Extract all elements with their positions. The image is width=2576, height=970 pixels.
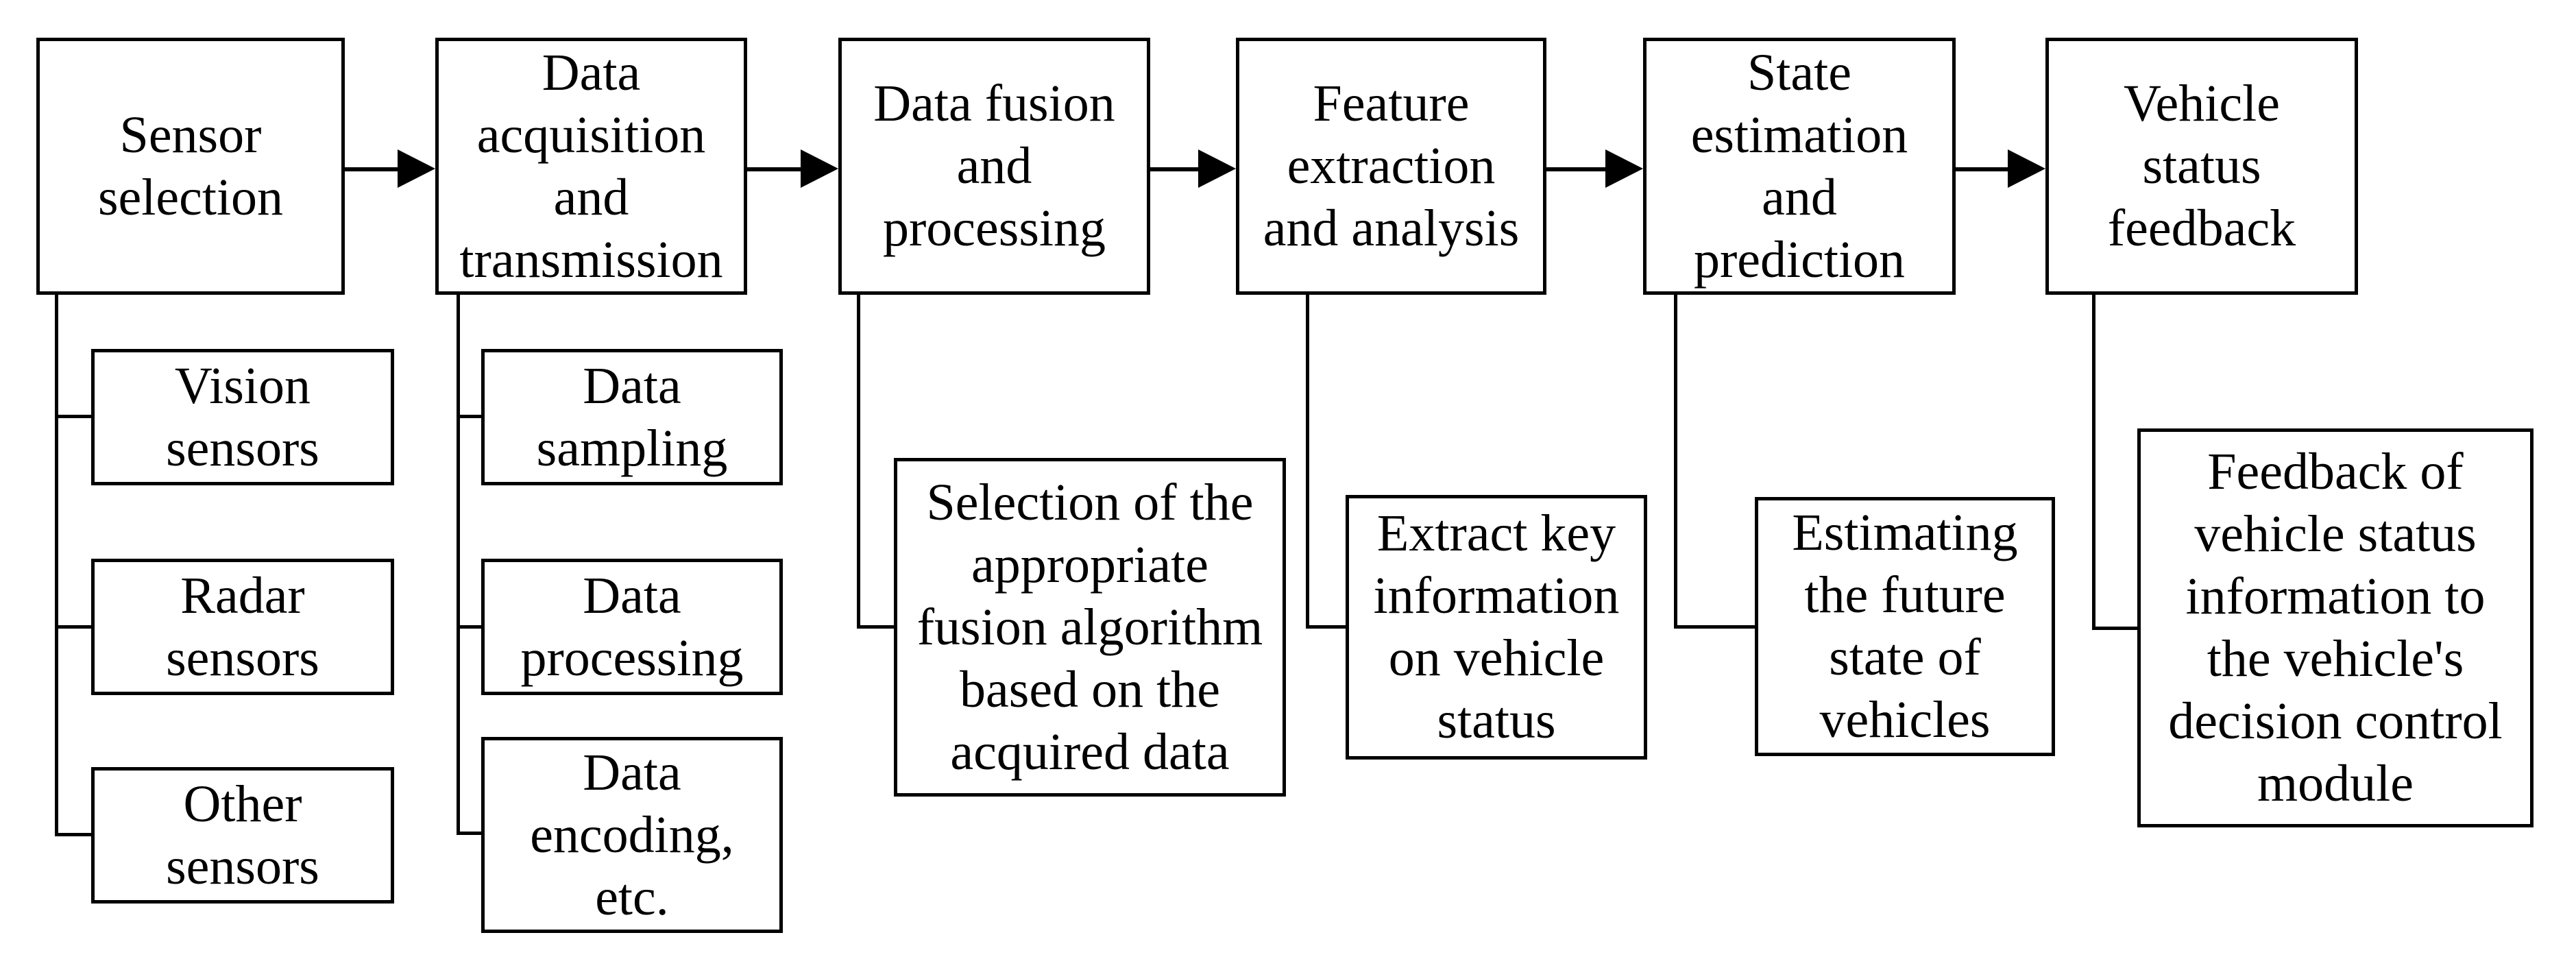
sub-step-data-processing: Data processing	[481, 559, 783, 695]
sub-step-feedback-to-decision-module: Feedback of vehicle status information t…	[2137, 428, 2534, 827]
connector-vertical-state-estimation	[1674, 295, 1677, 629]
sub-step-estimating-future-state: Estimating the future state of vehicles	[1755, 497, 2055, 756]
sub-step-label: Selection of the appropriate fusion algo…	[916, 473, 1263, 781]
connector-vertical-data-fusion	[857, 295, 860, 629]
connector-vertical-data-acquisition	[457, 295, 460, 835]
connector-stub-feedback-to-decision-module	[2092, 627, 2140, 630]
arrow-2-right-icon	[801, 149, 838, 188]
connector-vertical-sensor-selection	[55, 295, 58, 836]
sub-step-label: Radar sensors	[166, 566, 319, 687]
arrow-3-right-icon	[1198, 149, 1236, 188]
flow-step-sensor-selection: Sensor selection	[36, 38, 345, 295]
sub-step-label: Data encoding, etc.	[530, 743, 734, 926]
connector-stub-data-processing	[457, 625, 481, 629]
flow-step-vehicle-status-feedback: Vehicle status feedback	[2045, 38, 2358, 295]
sub-step-other-sensors: Other sensors	[91, 767, 394, 904]
sub-step-label: Extract key information on vehicle statu…	[1373, 505, 1620, 749]
flow-step-data-fusion: Data fusion and processing	[838, 38, 1150, 295]
sub-step-vision-sensors: Vision sensors	[91, 349, 394, 485]
sub-step-label: Estimating the future state of vehicles	[1792, 504, 2018, 749]
flow-step-label: State estimation and prediction	[1690, 43, 1908, 289]
connector-vertical-feature-extraction	[1306, 295, 1309, 629]
arrow-5-right-icon	[2008, 149, 2045, 188]
flow-step-label: Feature extraction and analysis	[1263, 75, 1520, 257]
sub-step-extract-key-information: Extract key information on vehicle statu…	[1346, 495, 1647, 760]
connector-stub-fusion-algorithm	[857, 625, 897, 629]
arrow-3-line	[1150, 167, 1200, 171]
sub-step-label: Feedback of vehicle status information t…	[2168, 443, 2503, 812]
connector-vertical-vehicle-status-feedback	[2092, 295, 2095, 630]
sub-step-label: Data sampling	[536, 356, 728, 477]
arrow-4-right-icon	[1605, 149, 1643, 188]
flow-step-label: Vehicle status feedback	[2107, 75, 2296, 257]
sub-step-data-sampling: Data sampling	[481, 349, 783, 485]
connector-stub-estimating-future-state	[1674, 625, 1758, 629]
sub-step-label: Data processing	[520, 566, 744, 687]
connector-stub-other-sensors	[55, 833, 91, 836]
connector-stub-vision-sensors	[55, 415, 91, 418]
sub-step-data-encoding: Data encoding, etc.	[481, 737, 783, 933]
arrow-1-line	[345, 167, 400, 171]
arrow-1-right-icon	[398, 149, 435, 188]
arrow-2-line	[747, 167, 802, 171]
sub-step-label: Other sensors	[166, 775, 319, 895]
arrow-4-line	[1546, 167, 1607, 171]
connector-stub-extract-key-information	[1306, 625, 1348, 629]
flow-step-feature-extraction: Feature extraction and analysis	[1236, 38, 1546, 295]
sub-step-label: Vision sensors	[166, 356, 319, 477]
arrow-5-line	[1956, 167, 2010, 171]
flow-step-label: Sensor selection	[97, 106, 284, 226]
connector-stub-data-sampling	[457, 415, 481, 418]
connector-stub-radar-sensors	[55, 625, 91, 629]
flow-step-data-acquisition: Data acquisition and transmission	[435, 38, 747, 295]
flow-step-label: Data acquisition and transmission	[459, 43, 723, 289]
sub-step-radar-sensors: Radar sensors	[91, 559, 394, 695]
flow-step-state-estimation: State estimation and prediction	[1643, 38, 1956, 295]
flow-step-label: Data fusion and processing	[873, 75, 1115, 257]
connector-stub-data-encoding	[457, 832, 481, 835]
sub-step-fusion-algorithm-selection: Selection of the appropriate fusion algo…	[894, 458, 1286, 797]
